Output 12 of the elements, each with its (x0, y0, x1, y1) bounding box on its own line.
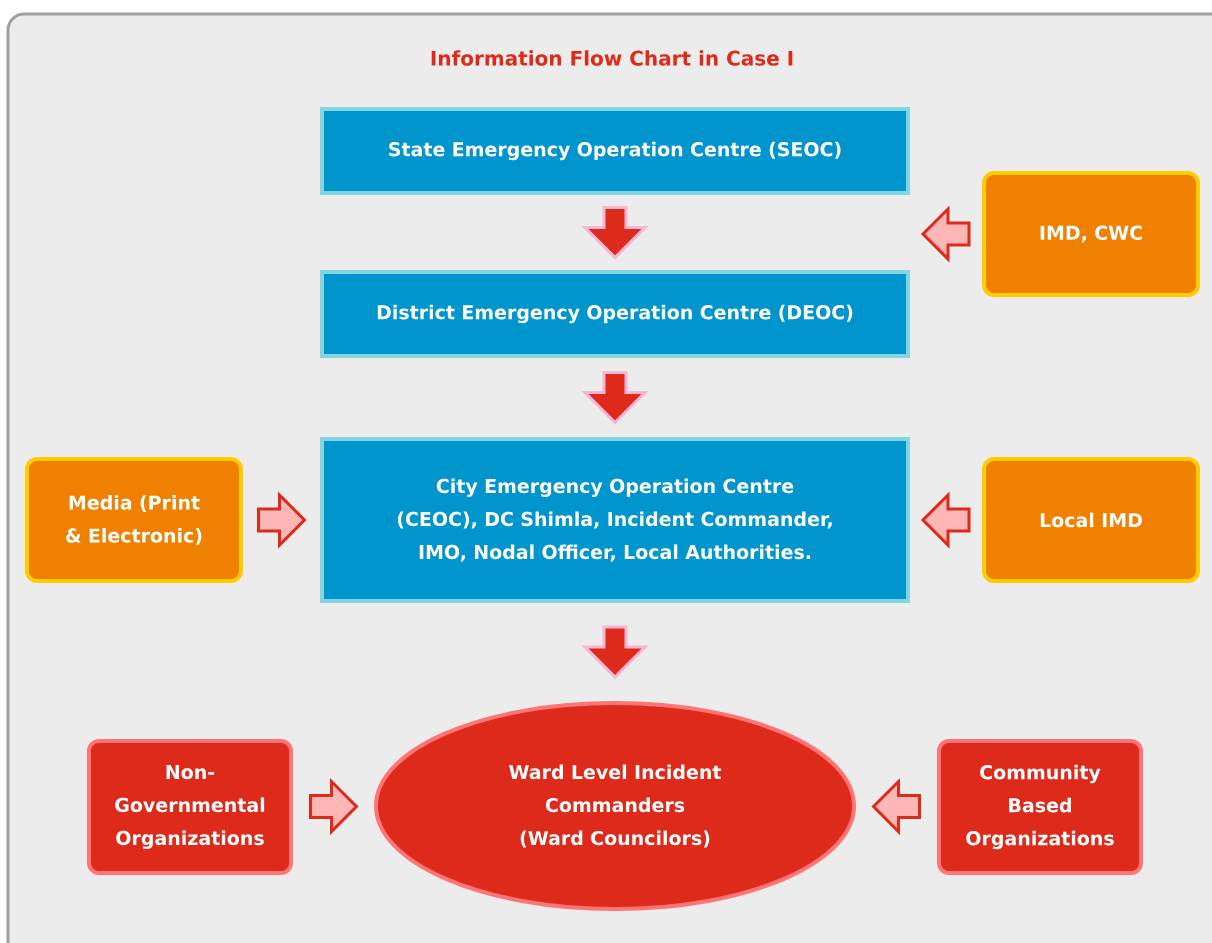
source-box: Media (Print & Electronic) (25, 457, 243, 583)
process-box: State Emergency Operation Centre (SEOC) (320, 107, 910, 195)
source-box: IMD, CWC (982, 171, 1200, 297)
source-box: Local IMD (982, 457, 1200, 583)
process-box: District Emergency Operation Centre (DEOC) (320, 270, 910, 358)
block-arrow (581, 625, 649, 680)
organization-box: Non-Governmental Organizations (87, 739, 293, 875)
block-arrow (581, 206, 649, 260)
title: Information Flow Chart in Case I (431, 50, 793, 66)
process-box: City Emergency Operation Centre (CEOC), DC Shimla, Incident Commander, IMO, Nodal Officer, Local Authorities. (320, 437, 910, 603)
organization-box: Community Based Organizations (937, 739, 1143, 875)
block-arrow (581, 371, 649, 425)
